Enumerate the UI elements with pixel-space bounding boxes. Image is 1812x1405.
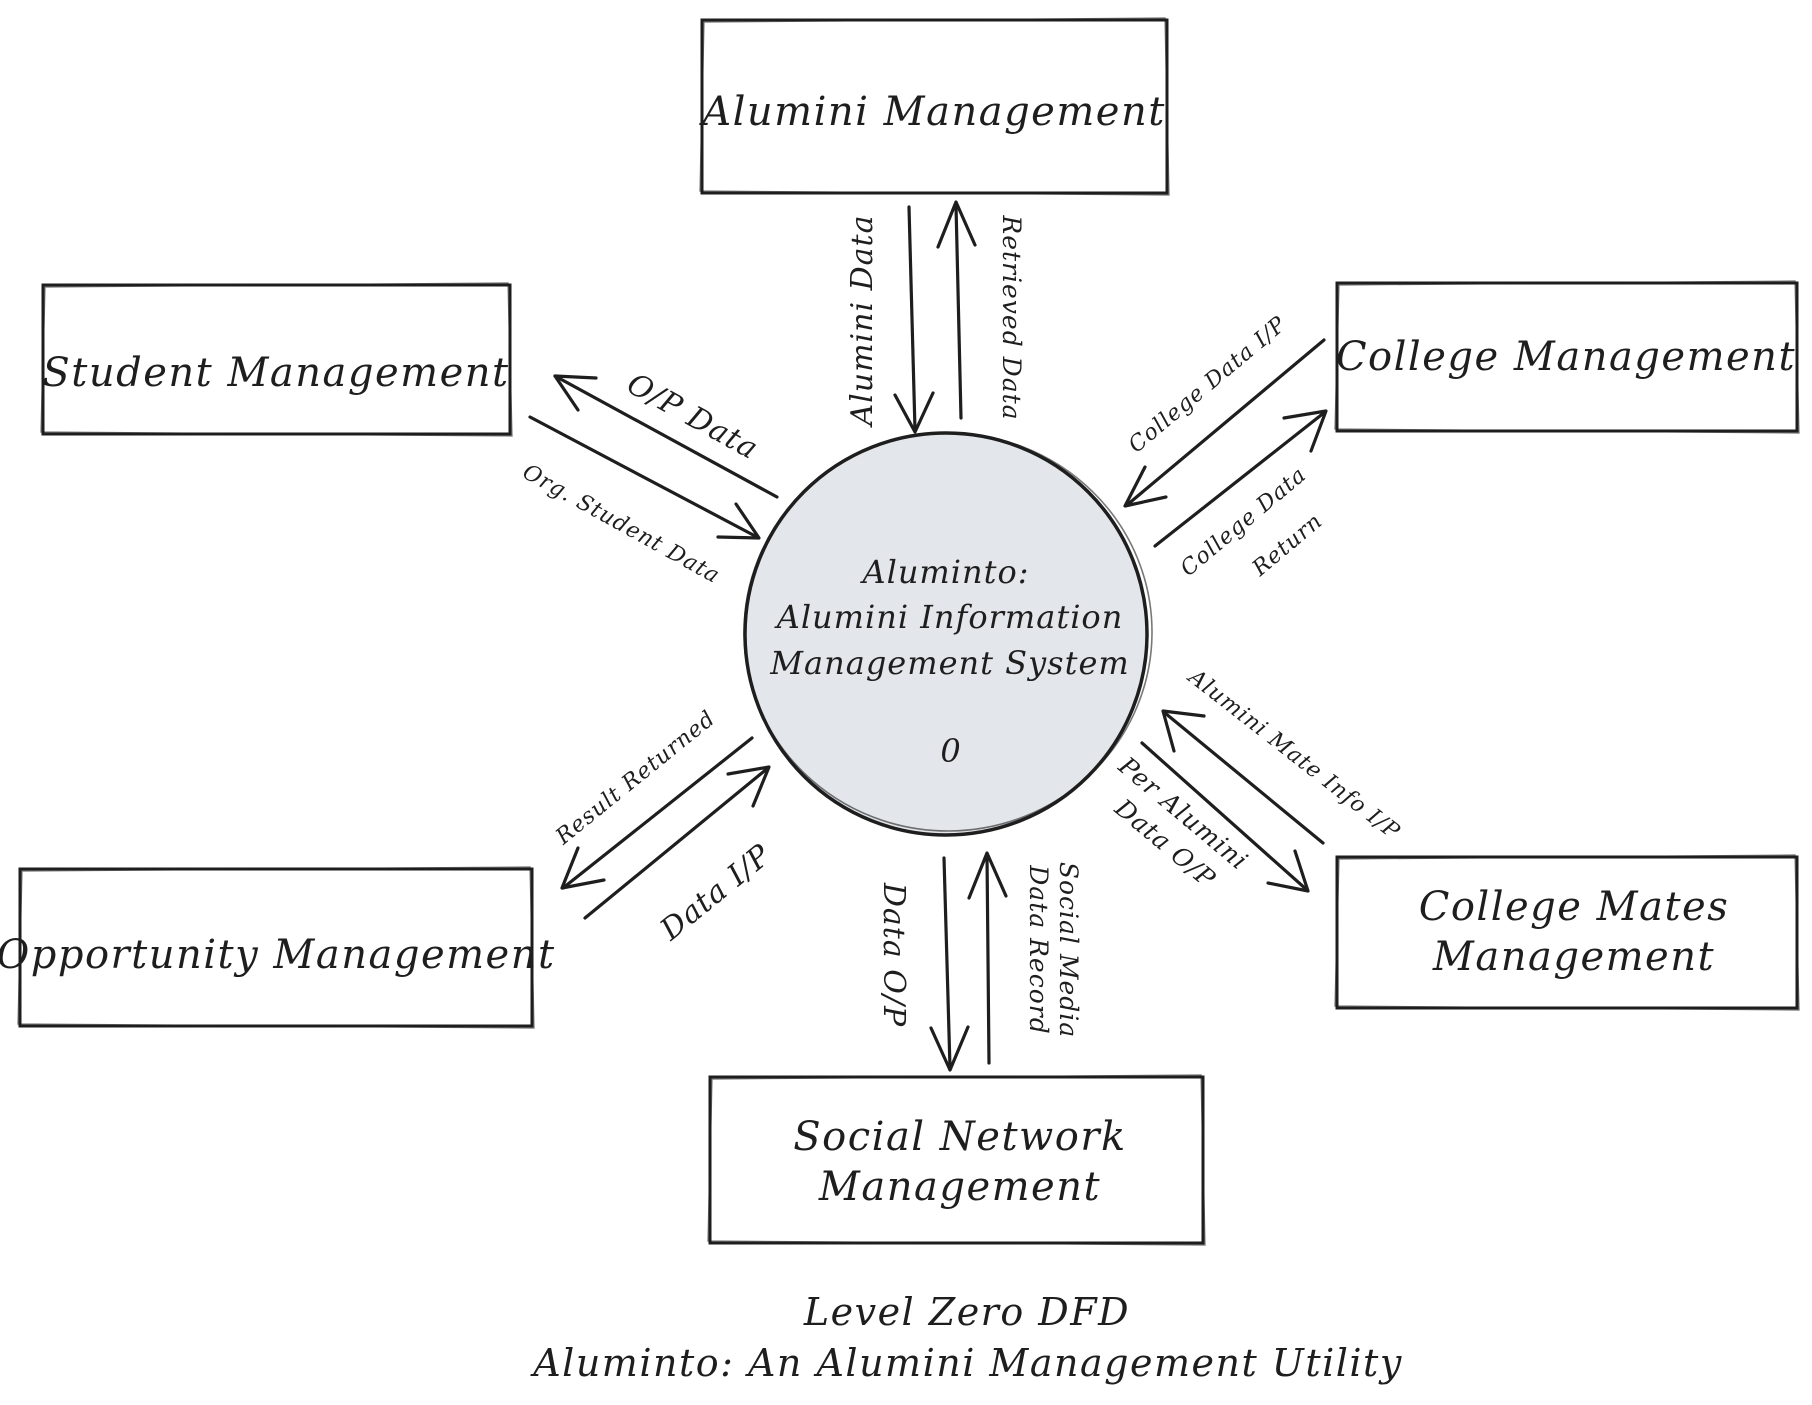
diagram-caption: Level Zero DFD Aluminto: An Alumini Mana…	[530, 1290, 1403, 1385]
flow-label: Data O/P	[876, 882, 911, 1027]
caption-title: Level Zero DFD	[803, 1290, 1130, 1334]
flow-arrow-line	[954, 203, 963, 420]
flow-arrow-line	[985, 853, 991, 1065]
entity-label: Alumini Management	[698, 89, 1166, 135]
entity-label-line2: Management	[1432, 934, 1715, 980]
arrowhead-icon	[1266, 849, 1310, 893]
arrowhead-icon	[929, 1025, 970, 1072]
flow-arrow-line	[1163, 711, 1325, 845]
entity-label: Student Management	[42, 350, 509, 396]
entity-alumini-management: Alumini Management	[698, 17, 1170, 196]
flow-arrow-line	[1125, 338, 1326, 507]
flow-label: Retrieved Data	[997, 214, 1026, 420]
flow-arrow-line	[942, 856, 952, 1070]
entity-college-mates-management: College Mates Management	[1334, 854, 1800, 1011]
flow-college-data-return: College Data Return	[1153, 409, 1328, 582]
entity-college-management: College Management	[1334, 280, 1800, 434]
entity-label-line1: College Mates	[1419, 884, 1730, 930]
flow-label: Alumini Data	[845, 215, 880, 429]
entity-label: College Management	[1336, 334, 1796, 380]
arrowhead-icon	[1161, 709, 1206, 753]
process-number: 0	[940, 732, 961, 770]
entity-label-line1: Social Network	[793, 1114, 1126, 1160]
flow-alumini-data: Alumini Data	[845, 205, 935, 434]
flow-op-data: O/P Data	[553, 366, 779, 499]
process-subtitle-line1: Alumini Information	[774, 598, 1124, 636]
entity-student-management: Student Management	[40, 282, 513, 437]
process-title: Aluminto:	[859, 553, 1029, 591]
flow-per-alumini-data-op: Per Alumini Data O/P	[1109, 741, 1310, 894]
process-subtitle-line2: Management System	[769, 644, 1129, 682]
flow-arrow-line	[583, 766, 770, 920]
arrowhead-icon	[553, 374, 598, 412]
arrowhead-icon	[936, 200, 977, 249]
flow-label-line2: Data Record	[1024, 864, 1053, 1034]
entity-opportunity-management: Opportunity Management	[0, 866, 556, 1029]
arrowhead-icon	[716, 502, 761, 540]
flow-arrow-line	[553, 374, 779, 499]
flow-arrow-line	[1153, 410, 1327, 548]
arrowhead-icon	[1123, 465, 1168, 508]
arrowhead-icon	[893, 391, 935, 434]
flow-arrow-line	[1140, 741, 1309, 892]
flow-label: Org. Student Data	[518, 460, 724, 589]
arrowhead-icon	[1282, 409, 1328, 453]
flow-label-line1: College Data	[1176, 462, 1312, 581]
flow-social-media-data-record: Social Media Data Record	[967, 851, 1083, 1065]
flow-label: Data I/P	[653, 838, 778, 949]
caption-subtitle: Aluminto: An Alumini Management Utility	[530, 1341, 1403, 1385]
flow-result-returned: Result Returned	[551, 706, 754, 890]
flow-arrow-line	[528, 415, 759, 539]
flow-label-line1: Social Media	[1054, 862, 1083, 1038]
flow-retrieved-data: Retrieved Data	[936, 200, 1026, 421]
arrowhead-icon	[726, 765, 771, 808]
entity-label: Opportunity Management	[0, 932, 556, 978]
entity-social-network-management: Social Network Management	[707, 1074, 1206, 1246]
arrowhead-icon	[560, 846, 606, 890]
flow-data-op: Data O/P	[876, 856, 970, 1072]
arrowhead-icon	[967, 851, 1008, 900]
process-node: Aluminto: Alumini Information Management…	[743, 431, 1153, 837]
flow-arrow-line	[907, 205, 917, 432]
entity-label-line2: Management	[818, 1164, 1101, 1210]
flow-arrow-line	[561, 736, 754, 890]
